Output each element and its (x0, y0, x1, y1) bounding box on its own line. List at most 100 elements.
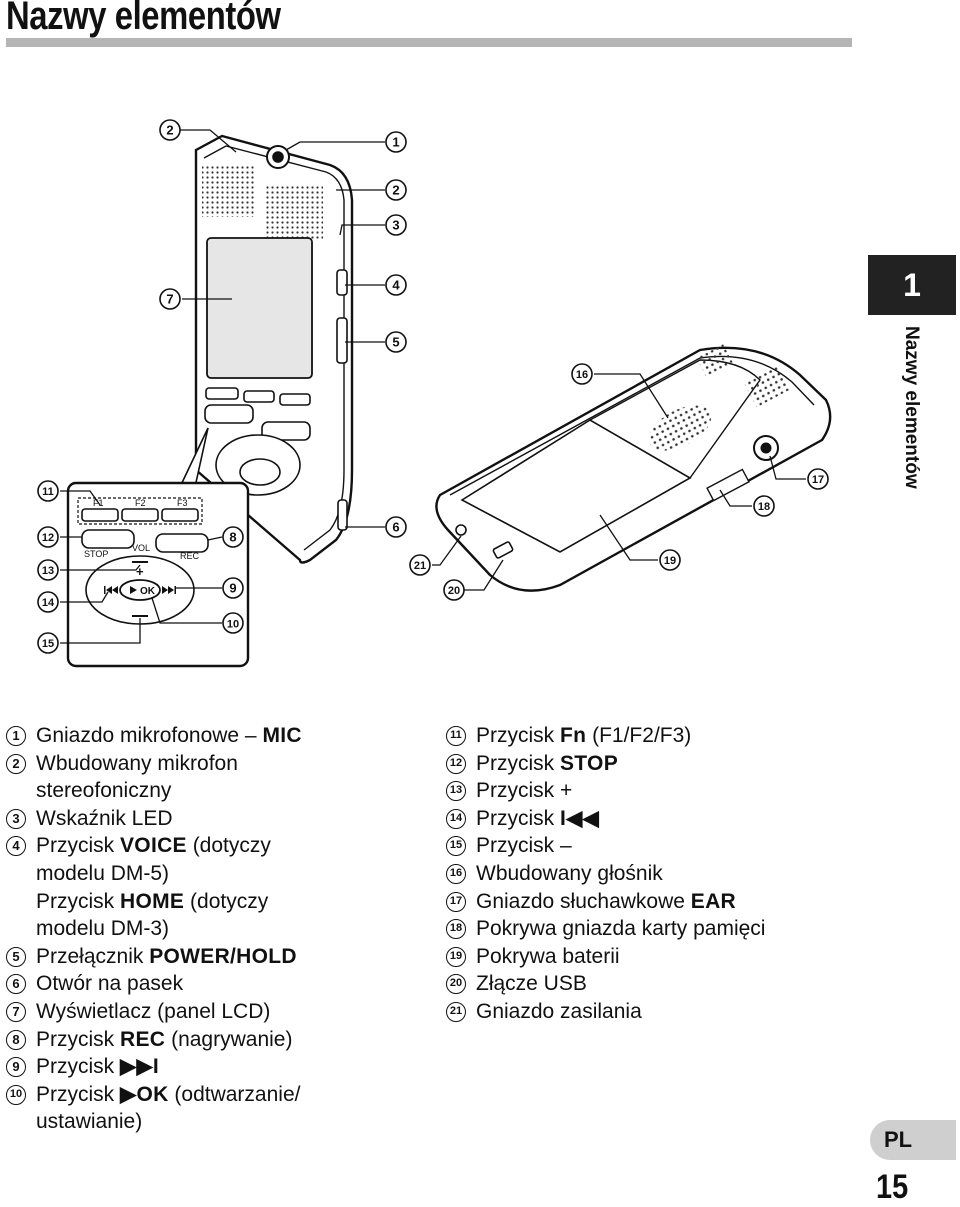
callout-2-right: 2 (385, 179, 407, 201)
parts-list-item: Przycisk HOME (dotyczy (6, 888, 302, 916)
callout-numbers: 2 1 2 3 4 5 6 7 8 9 10 11 12 13 14 15 16… (37, 119, 829, 654)
item-control-name: EAR (690, 889, 737, 913)
item-text: Wskaźnik LED (36, 806, 173, 830)
item-control-name: ▶OK (120, 1082, 169, 1106)
item-text-suffix: (F1/F2/F3) (586, 724, 692, 747)
item-number-badge: 14 (446, 808, 466, 829)
item-text: Przycisk (36, 1055, 120, 1079)
item-text: stereofoniczny (36, 779, 172, 803)
item-number-badge: 19 (446, 946, 466, 967)
item-text: Gniazdo zasilania (476, 999, 642, 1023)
callout-16: 16 (571, 363, 593, 385)
item-control-name: POWER/HOLD (149, 944, 297, 968)
callout-15: 15 (37, 632, 59, 654)
item-number-badge: 8 (6, 1029, 26, 1050)
page-number: 15 (876, 1168, 909, 1206)
callout-4: 4 (385, 274, 407, 296)
item-text: Pokrywa gniazda karty pamięci (476, 917, 766, 941)
callout-7-label: 7 (166, 292, 173, 307)
item-text: modelu DM-3) (36, 917, 170, 941)
callout-5-label: 5 (392, 335, 399, 350)
parts-list-item: ustawianie) (6, 1108, 302, 1136)
item-text: Gniazdo słuchawkowe (476, 889, 691, 913)
callout-18: 18 (753, 495, 775, 517)
item-control-name: Fn (560, 724, 587, 747)
parts-list-item: 18 Pokrywa gniazda karty pamięci (446, 915, 765, 943)
item-number-badge: 15 (446, 836, 466, 857)
item-number-badge: 17 (446, 891, 466, 912)
callout-14: 14 (37, 591, 59, 613)
parts-list-item: 5 Przełącznik POWER/HOLD (6, 943, 302, 971)
item-number-badge: 6 (6, 974, 26, 995)
item-number-badge: 10 (6, 1084, 26, 1105)
parts-list-item: modelu DM-3) (6, 915, 302, 943)
callout-1-label: 1 (392, 135, 399, 150)
callout-18-label: 18 (758, 501, 770, 513)
chapter-side-title: Nazwy elementów (901, 326, 922, 489)
item-number-badge: 7 (6, 1001, 26, 1022)
item-control-name: I◀◀ (560, 806, 600, 830)
parts-list-item: 17 Gniazdo słuchawkowe EAR (446, 888, 765, 916)
callout-15-label: 15 (42, 638, 54, 650)
inset-rec-label: REC (180, 551, 200, 561)
item-control-name: ▶▶I (120, 1055, 160, 1079)
callout-19: 19 (659, 549, 681, 571)
callout-3: 3 (385, 214, 407, 236)
inset-icons (104, 586, 176, 594)
inset-plus-label: + (136, 564, 144, 579)
callout-14-label: 14 (42, 597, 55, 609)
item-control-name: REC (120, 1027, 166, 1051)
callout-1: 1 (385, 131, 407, 153)
inset-f3-label: F3 (177, 498, 188, 508)
item-text: Przycisk – (476, 834, 572, 858)
callout-8: 8 (222, 526, 244, 548)
item-text: Wbudowany głośnik (476, 861, 663, 885)
callout-6-label: 6 (392, 520, 399, 535)
callout-2-top: 2 (159, 119, 181, 141)
callout-9-label: 9 (229, 581, 236, 596)
item-number-badge: 13 (446, 781, 466, 802)
item-text: modelu DM-5) (36, 861, 170, 885)
inset-stop-label: STOP (84, 549, 108, 559)
callout-10-label: 10 (227, 619, 239, 631)
item-number-badge: 18 (446, 919, 466, 940)
callout-2b-label: 2 (392, 183, 399, 198)
item-control-name: HOME (120, 889, 185, 913)
callout-6: 6 (385, 516, 407, 538)
item-number-badge: 21 (446, 1001, 466, 1022)
item-text: ustawianie) (36, 1110, 143, 1134)
title-rule (6, 38, 852, 47)
page-title: Nazwy elementów (6, 0, 281, 38)
callout-8-label: 8 (229, 530, 236, 545)
item-number-badge: 1 (6, 726, 26, 746)
front-view (194, 134, 354, 564)
callout-4-label: 4 (392, 278, 400, 293)
item-control-name: STOP (560, 751, 618, 775)
item-text-suffix: (dotyczy (184, 889, 269, 913)
item-number-badge: 5 (6, 946, 26, 967)
callout-10: 10 (222, 612, 244, 634)
callout-21-label: 21 (414, 560, 426, 572)
item-text: Przełącznik (36, 944, 150, 968)
callout-13: 13 (37, 559, 59, 581)
parts-list-item: stereofoniczny (6, 777, 302, 805)
item-number-badge: 2 (6, 753, 26, 774)
callout-2-label: 2 (166, 123, 173, 138)
callout-11-label: 11 (42, 486, 54, 498)
item-control-name: VOICE (120, 834, 187, 858)
item-text-suffix: (nagrywanie) (165, 1027, 293, 1051)
